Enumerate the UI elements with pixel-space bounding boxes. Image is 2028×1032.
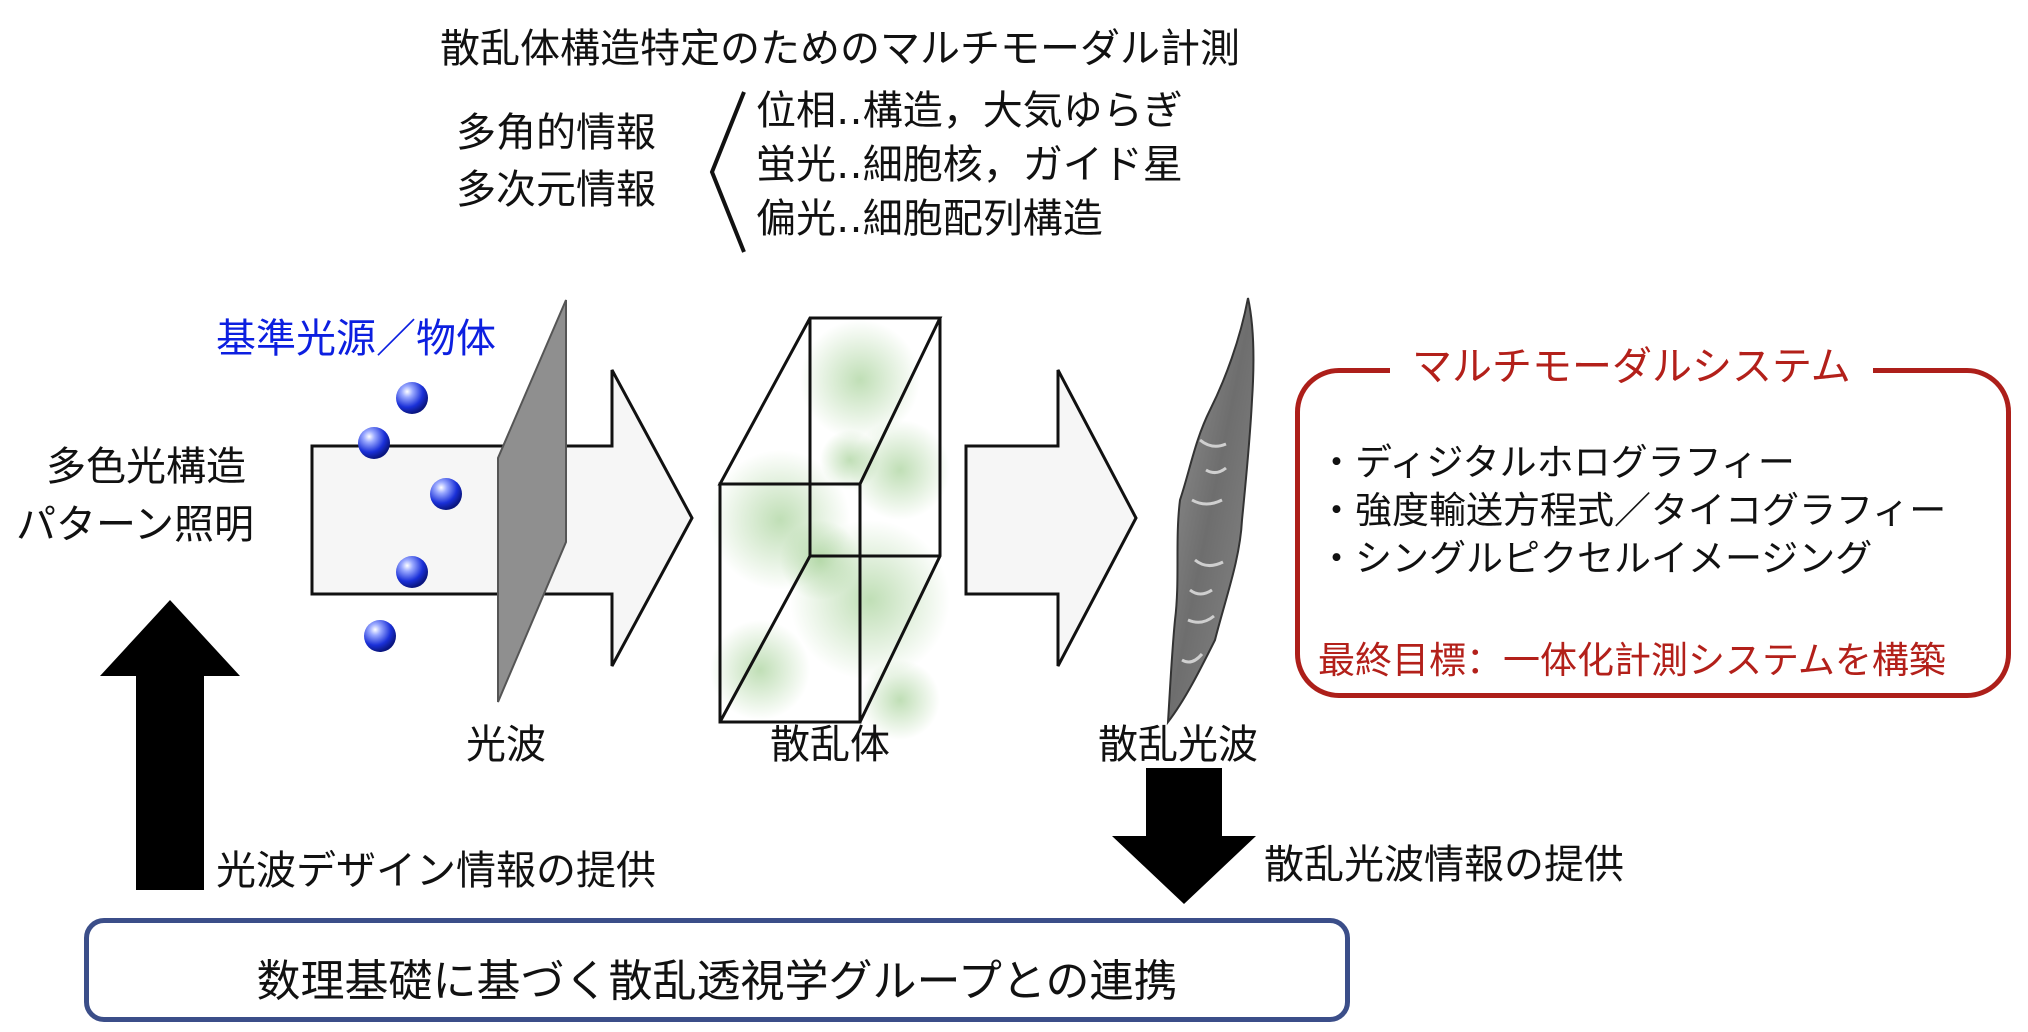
reference-sphere	[396, 382, 428, 414]
scattered-wave-info-label: 散乱光波情報の提供	[1264, 842, 1624, 888]
scatterer-label: 散乱体	[770, 722, 890, 768]
final-goal: 最終目標：一体化計測システムを構築	[1318, 639, 1946, 682]
light-wave-plate	[497, 299, 567, 703]
info-detail-phase: 位相‥構造，大気ゆらぎ	[756, 88, 1183, 134]
scatterer-cube	[710, 316, 950, 740]
collaboration-box: 数理基礎に基づく散乱透視学グループとの連携	[84, 918, 1350, 1022]
illumination-label-line1: 多色光構造	[46, 444, 246, 490]
multimodal-system-title: マルチモーダルシステム	[1390, 334, 1873, 392]
collaboration-text: 数理基礎に基づく散乱透視学グループとの連携	[256, 956, 1178, 1007]
system-item-tie-ptychography: ・強度輸送方程式／タイコグラフィー	[1318, 489, 1947, 532]
info-bracket	[709, 91, 746, 253]
info-type-multidimensional: 多次元情報	[456, 167, 656, 213]
reference-source-label: 基準光源／物体	[216, 316, 496, 362]
reference-sphere	[364, 620, 396, 652]
light-wave-label: 光波	[466, 722, 546, 768]
scattered-wave-shape	[1166, 297, 1255, 726]
reference-sphere	[358, 427, 390, 459]
up-arrow	[100, 600, 240, 890]
info-type-multiangle: 多角的情報	[456, 110, 656, 156]
scattered-wave-label: 散乱光波	[1098, 722, 1258, 768]
diagram-title: 散乱体構造特定のためのマルチモーダル計測	[440, 26, 1240, 72]
light-arrow-2	[964, 369, 1138, 667]
down-arrow	[1112, 768, 1256, 904]
info-detail-fluorescence: 蛍光‥細胞核，ガイド星	[756, 142, 1183, 188]
reference-sphere	[430, 478, 462, 510]
reference-sphere	[396, 556, 428, 588]
system-item-single-pixel: ・シングルピクセルイメージング	[1318, 537, 1873, 580]
system-item-holography: ・ディジタルホログラフィー	[1318, 441, 1795, 484]
info-detail-polarization: 偏光‥細胞配列構造	[756, 196, 1103, 242]
illumination-label-line2: パターン照明	[16, 502, 254, 548]
light-design-info-label: 光波デザイン情報の提供	[216, 848, 656, 894]
